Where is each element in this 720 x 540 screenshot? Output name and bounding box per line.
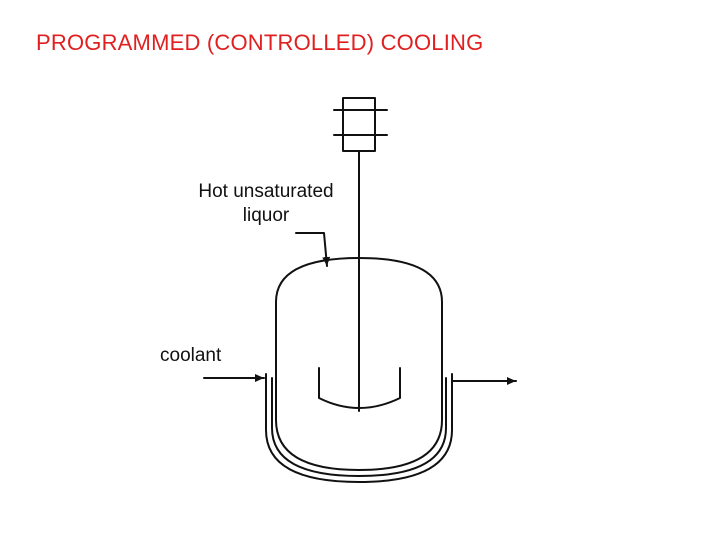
hot-liquor-label-line1: Hot unsaturated	[198, 181, 334, 202]
hot-liquor-label: Hot unsaturated liquor	[176, 180, 356, 228]
page-title: PROGRAMMED (CONTROLLED) COOLING	[36, 30, 484, 55]
motor-drive	[342, 97, 376, 152]
cooling-jacket-outer	[265, 373, 453, 483]
feed-arrow	[295, 232, 331, 267]
cooling-jacket-inner	[271, 377, 447, 477]
hot-liquor-label-line2: liquor	[242, 205, 290, 226]
vessel	[275, 257, 443, 471]
coolant-label: coolant	[160, 345, 222, 366]
agitator-paddle	[318, 367, 401, 409]
